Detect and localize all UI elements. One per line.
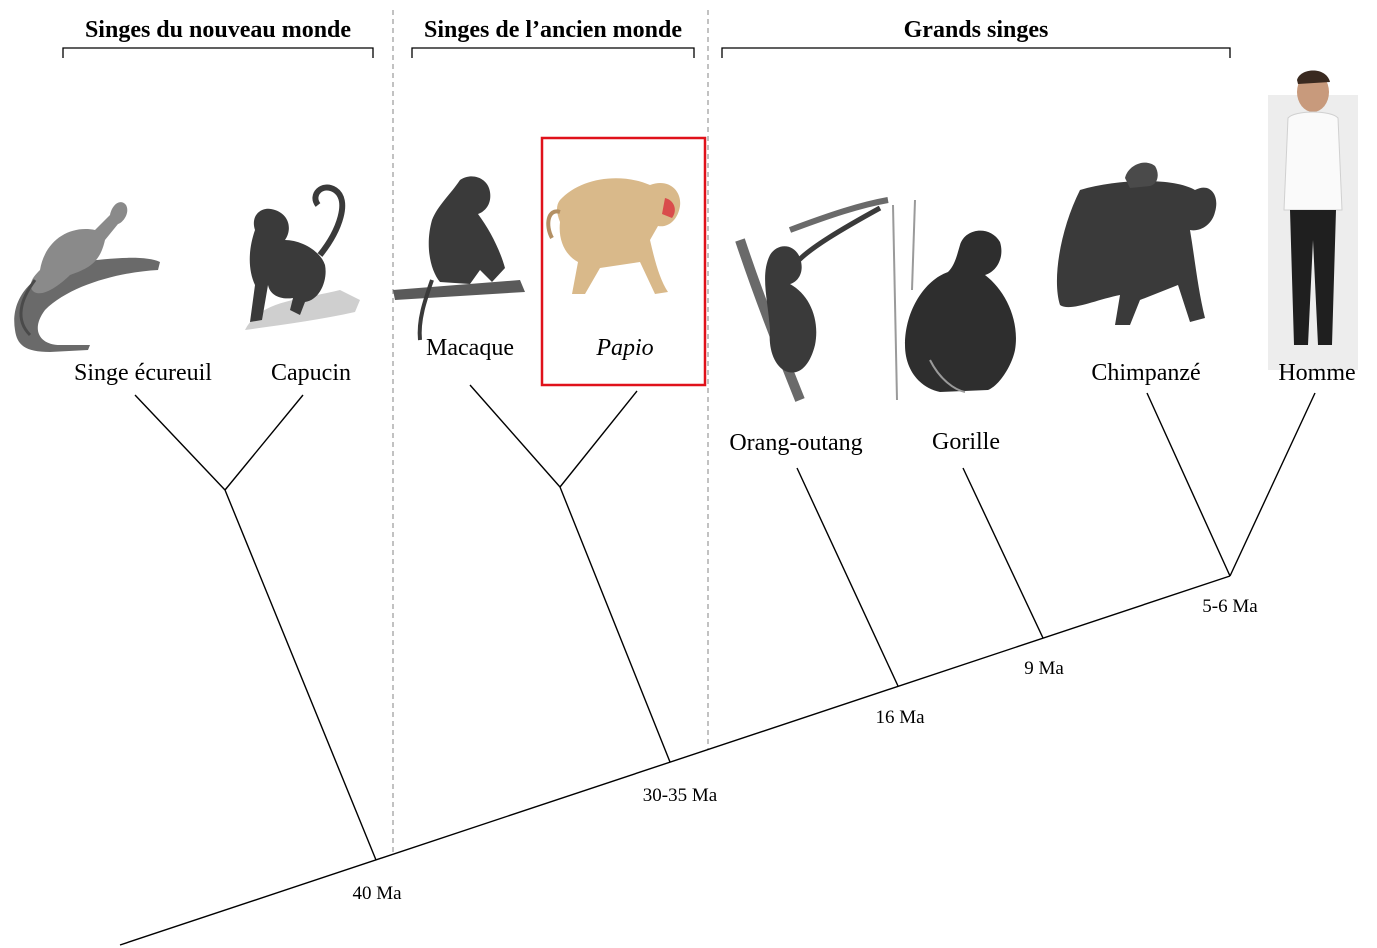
- macaque-illustration: [393, 176, 525, 340]
- label-macaque: Macaque: [426, 335, 514, 361]
- label-singe-ecureuil: Singe écureuil: [74, 360, 212, 386]
- bracket-grands-singes: [722, 48, 1230, 58]
- age-label-9: 9 Ma: [1024, 658, 1064, 679]
- branch-homme: [1230, 393, 1315, 576]
- branch-papio: [560, 391, 637, 487]
- branch-old-world: [560, 487, 670, 762]
- baboon-illustration: [548, 178, 680, 294]
- label-orang-outang: Orang-outang: [729, 430, 862, 456]
- bracket-ancien-monde: [412, 48, 694, 58]
- gorilla-illustration: [893, 200, 1016, 400]
- label-chimpanze: Chimpanzé: [1091, 360, 1200, 386]
- label-gorille: Gorille: [932, 429, 1000, 455]
- group-title-ancien-monde: Singes de l’ancien monde: [424, 17, 682, 43]
- branch-singe-ecureuil: [135, 395, 225, 490]
- branch-capucin: [225, 395, 303, 490]
- branch-orang-outang: [797, 468, 898, 686]
- branch-gorille: [963, 468, 1043, 638]
- age-label-16: 16 Ma: [875, 707, 925, 728]
- capuchin-illustration: [245, 188, 360, 330]
- group-title-grands-singes: Grands singes: [904, 17, 1049, 43]
- age-label-40: 40 Ma: [352, 883, 402, 904]
- tree-backbone: [120, 576, 1230, 945]
- age-label-30-35: 30-35 Ma: [643, 785, 718, 806]
- human-illustration: [1268, 71, 1358, 371]
- label-capucin: Capucin: [271, 360, 351, 386]
- group-title-nouveau-monde: Singes du nouveau monde: [85, 17, 351, 43]
- bracket-nouveau-monde: [63, 48, 373, 58]
- chimpanzee-illustration: [1057, 163, 1216, 325]
- label-homme: Homme: [1278, 360, 1355, 386]
- branch-new-world: [225, 490, 376, 860]
- squirrel-monkey-illustration: [14, 202, 160, 352]
- age-label-5-6: 5-6 Ma: [1202, 596, 1258, 617]
- branch-chimpanze: [1147, 393, 1230, 576]
- branch-macaque: [470, 385, 560, 487]
- orangutan-illustration: [740, 200, 888, 400]
- label-papio: Papio: [595, 335, 653, 361]
